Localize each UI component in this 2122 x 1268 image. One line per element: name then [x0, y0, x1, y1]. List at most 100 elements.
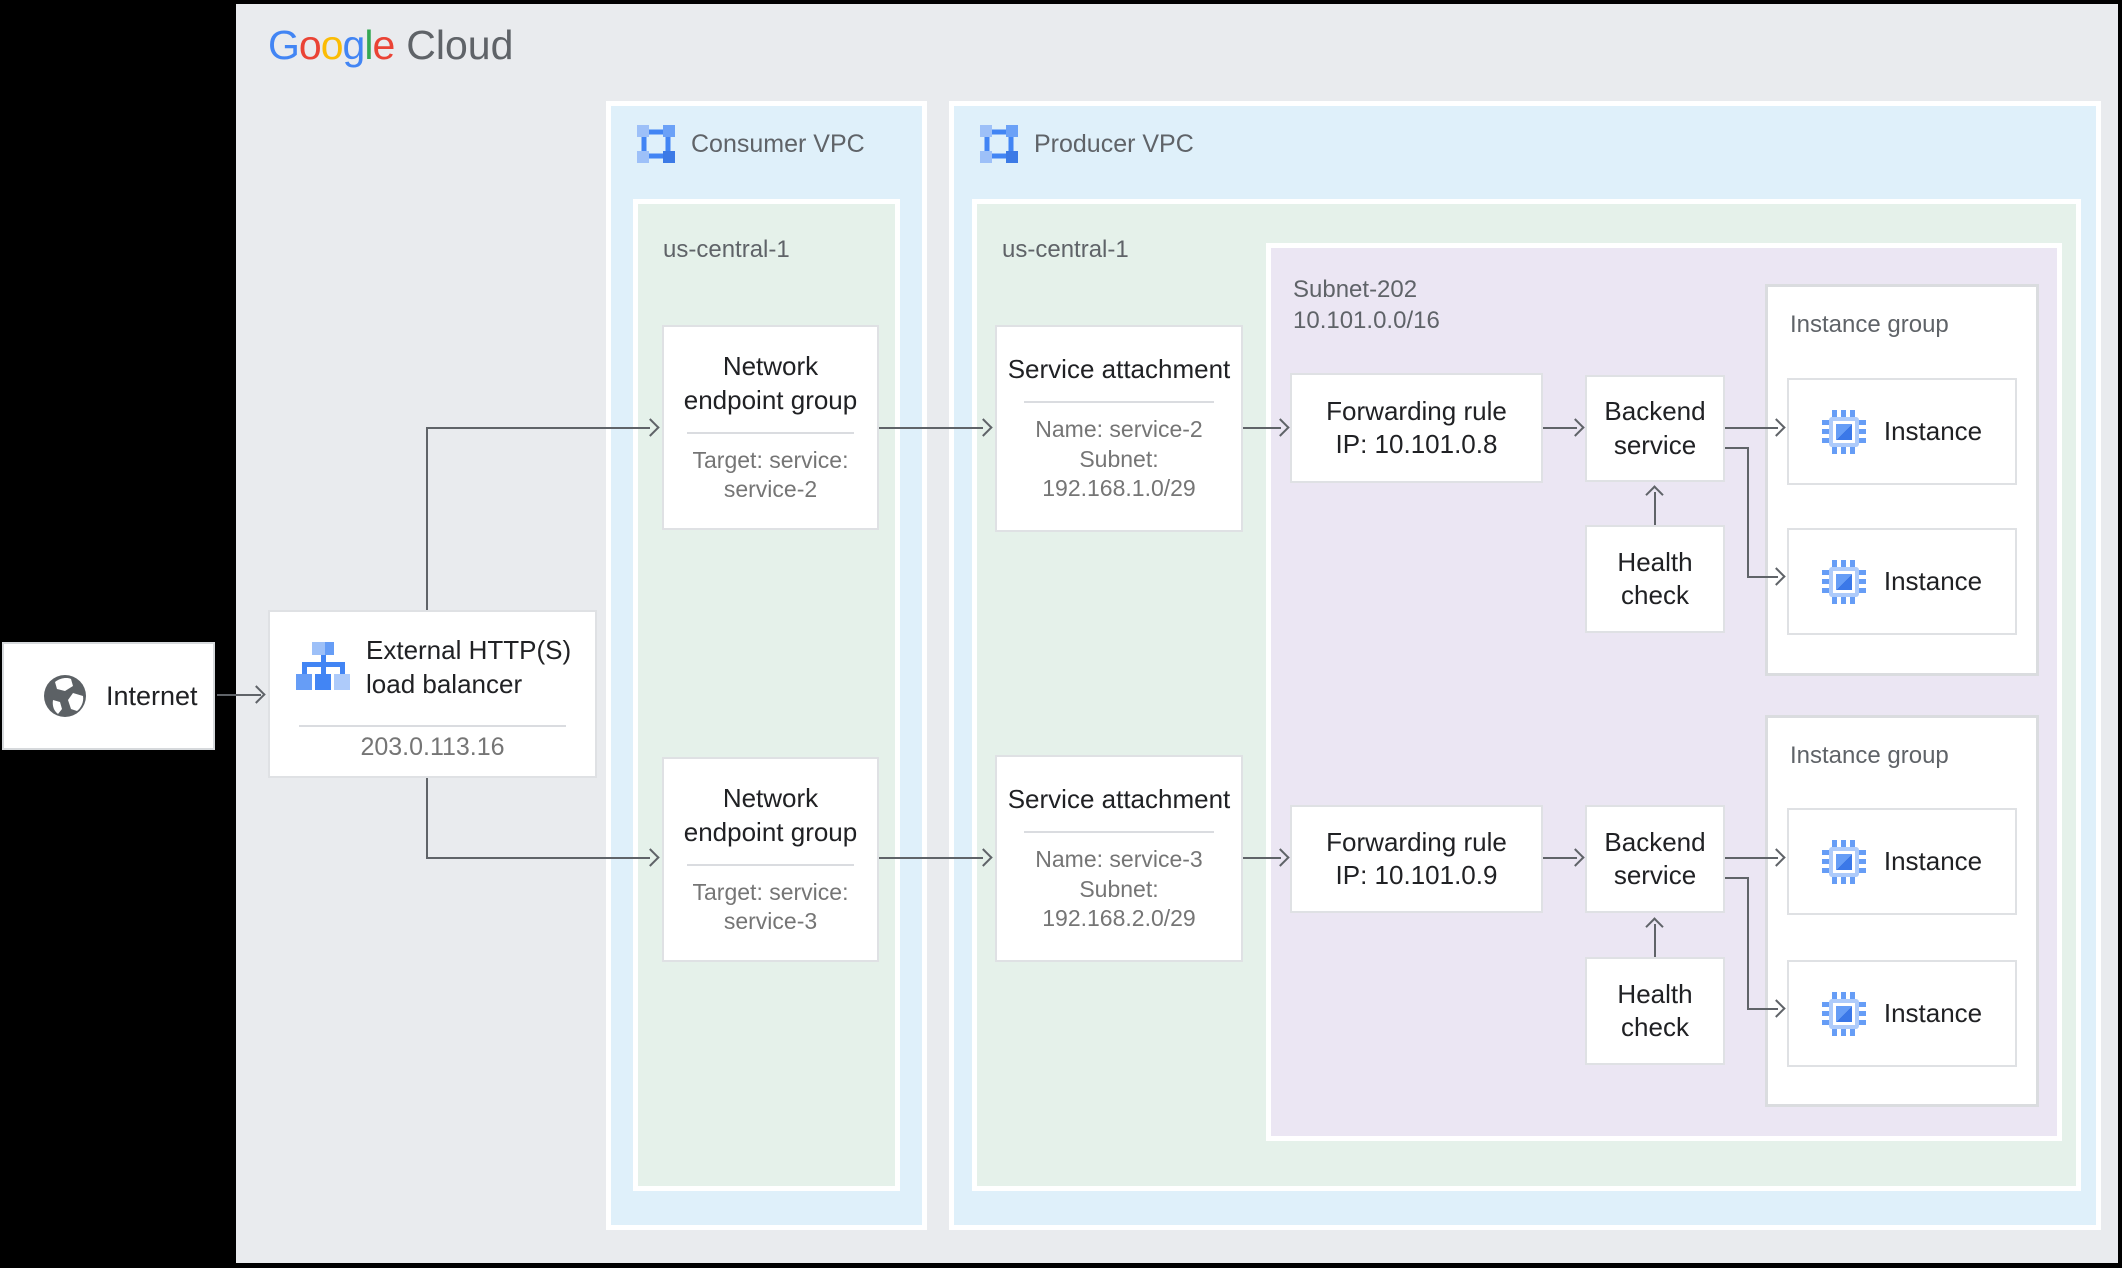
instance-card: Instance — [1787, 528, 2017, 635]
connector-line — [1725, 857, 1778, 859]
producer-region-label: us-central-1 — [1002, 236, 1129, 263]
service-attachment-subnet-cidr: 192.168.1.0/29 — [1042, 475, 1196, 502]
connector-line — [426, 778, 428, 858]
forwarding-rule-ip: IP: 10.101.0.9 — [1335, 860, 1498, 890]
connector-line — [1747, 1008, 1778, 1010]
instance-card: Instance — [1787, 378, 2017, 485]
instance-label: Instance — [1883, 416, 1983, 446]
divider — [1023, 831, 1215, 834]
load-balancer-card: External HTTP(S) load balancer 203.0.113… — [268, 610, 597, 778]
compute-instance-icon — [1821, 991, 1866, 1036]
connector-line — [1654, 924, 1656, 957]
instance-group-label: Instance group — [1790, 742, 1949, 769]
neg-title: Network endpoint group — [683, 783, 858, 847]
forwarding-rule-card: Forwarding rule IP: 10.101.0.8 — [1290, 373, 1543, 483]
load-balancer-icon — [296, 641, 350, 690]
logo-letter: l — [364, 22, 373, 68]
consumer-vpc-label: Consumer VPC — [691, 129, 865, 158]
forwarding-rule-title: Forwarding rule — [1326, 826, 1507, 857]
backend-service-title: Backend service — [1604, 396, 1706, 460]
backend-service-card: Backend service — [1585, 375, 1725, 482]
neg-target: Target: service: service-2 — [692, 446, 849, 503]
service-attachment-details: Name: service-2 Subnet: 192.168.1.0/29 — [1035, 415, 1202, 503]
compute-instance-icon — [1821, 559, 1866, 604]
divider — [687, 863, 854, 866]
connector-line — [426, 428, 428, 610]
connector-line — [879, 857, 983, 859]
service-attachment-name: Name: service-3 — [1035, 846, 1203, 873]
connector-line — [1725, 877, 1749, 879]
connector-line — [217, 694, 261, 696]
load-balancer-ip: 203.0.113.16 — [360, 733, 505, 761]
internet-node: Internet — [2, 642, 215, 750]
logo-letter: o — [298, 22, 322, 68]
logo-letter: o — [320, 22, 344, 68]
backend-service-title: Backend service — [1604, 826, 1706, 890]
instance-label: Instance — [1883, 846, 1983, 876]
forwarding-rule-title: Forwarding rule — [1326, 395, 1507, 426]
service-attachment-subnet-label: Subnet: — [1079, 875, 1159, 902]
connector-line — [426, 857, 650, 859]
health-check-card: Health check — [1585, 525, 1725, 633]
load-balancer-title: External HTTP(S) load balancer — [366, 635, 572, 699]
logo-letter: G — [268, 22, 300, 68]
compute-instance-icon — [1821, 839, 1866, 884]
neg-title: Network endpoint group — [683, 351, 858, 415]
forwarding-rule-card: Forwarding rule IP: 10.101.0.9 — [1290, 805, 1543, 913]
connector-line — [1654, 492, 1656, 525]
service-attachment-subnet-cidr: 192.168.2.0/29 — [1042, 905, 1196, 932]
health-check-card: Health check — [1585, 957, 1725, 1065]
connector-line — [1725, 447, 1749, 449]
connector-line — [426, 427, 650, 429]
backend-service-card: Backend service — [1585, 805, 1725, 913]
logo-cloud-text: Cloud — [406, 22, 514, 68]
producer-vpc-header: Producer VPC — [978, 123, 1194, 165]
connector-line — [1725, 427, 1778, 429]
service-attachment-title: Service attachment — [1007, 784, 1231, 815]
connector-line — [1243, 427, 1281, 429]
service-attachment-title: Service attachment — [1007, 354, 1231, 385]
instance-label: Instance — [1883, 998, 1983, 1028]
connector-line — [1747, 877, 1749, 1008]
instance-label: Instance — [1883, 566, 1983, 596]
internet-label: Internet — [106, 680, 198, 711]
service-attachment-card: Service attachment Name: service-2 Subne… — [995, 325, 1243, 532]
subnet-name: Subnet-202 — [1293, 276, 1418, 303]
connector-line — [1543, 857, 1577, 859]
divider — [1023, 401, 1215, 404]
divider — [299, 725, 566, 727]
connector-line — [1243, 857, 1281, 859]
instance-card: Instance — [1787, 960, 2017, 1067]
service-attachment-card: Service attachment Name: service-3 Subne… — [995, 755, 1243, 962]
logo-letter: e — [372, 22, 395, 68]
neg-target: Target: service: service-3 — [692, 878, 849, 935]
connector-line — [879, 427, 983, 429]
vpc-network-icon — [637, 125, 675, 163]
connector-line — [1747, 576, 1778, 578]
instance-group-container: Instance group Instance — [1765, 715, 2039, 1107]
service-attachment-details: Name: service-3 Subnet: 192.168.2.0/29 — [1035, 845, 1202, 933]
health-check-title: Health check — [1617, 546, 1693, 610]
health-check-title: Health check — [1617, 978, 1693, 1042]
producer-vpc-label: Producer VPC — [1034, 129, 1194, 158]
divider — [687, 431, 854, 434]
service-attachment-subnet-label: Subnet: — [1079, 445, 1159, 472]
network-endpoint-group-card: Network endpoint group Target: service: … — [662, 325, 879, 530]
consumer-region-label: us-central-1 — [663, 236, 790, 263]
instance-group-container: Instance group Instance — [1765, 284, 2039, 676]
subnet-cidr: 10.101.0.0/16 — [1293, 307, 1440, 335]
instance-card: Instance — [1787, 808, 2017, 915]
globe-icon — [44, 675, 86, 717]
instance-group-label: Instance group — [1790, 311, 1949, 338]
compute-instance-icon — [1821, 409, 1866, 454]
forwarding-rule-ip: IP: 10.101.0.8 — [1335, 429, 1498, 459]
subnet-zone-label: Subnet-202 10.101.0.0/16 — [1293, 274, 1440, 336]
vpc-network-icon — [980, 125, 1018, 163]
service-attachment-name: Name: service-2 — [1035, 416, 1203, 443]
connector-line — [1543, 427, 1577, 429]
consumer-vpc-header: Consumer VPC — [635, 123, 865, 165]
network-endpoint-group-card: Network endpoint group Target: service: … — [662, 757, 879, 962]
logo-letter: g — [342, 22, 366, 68]
